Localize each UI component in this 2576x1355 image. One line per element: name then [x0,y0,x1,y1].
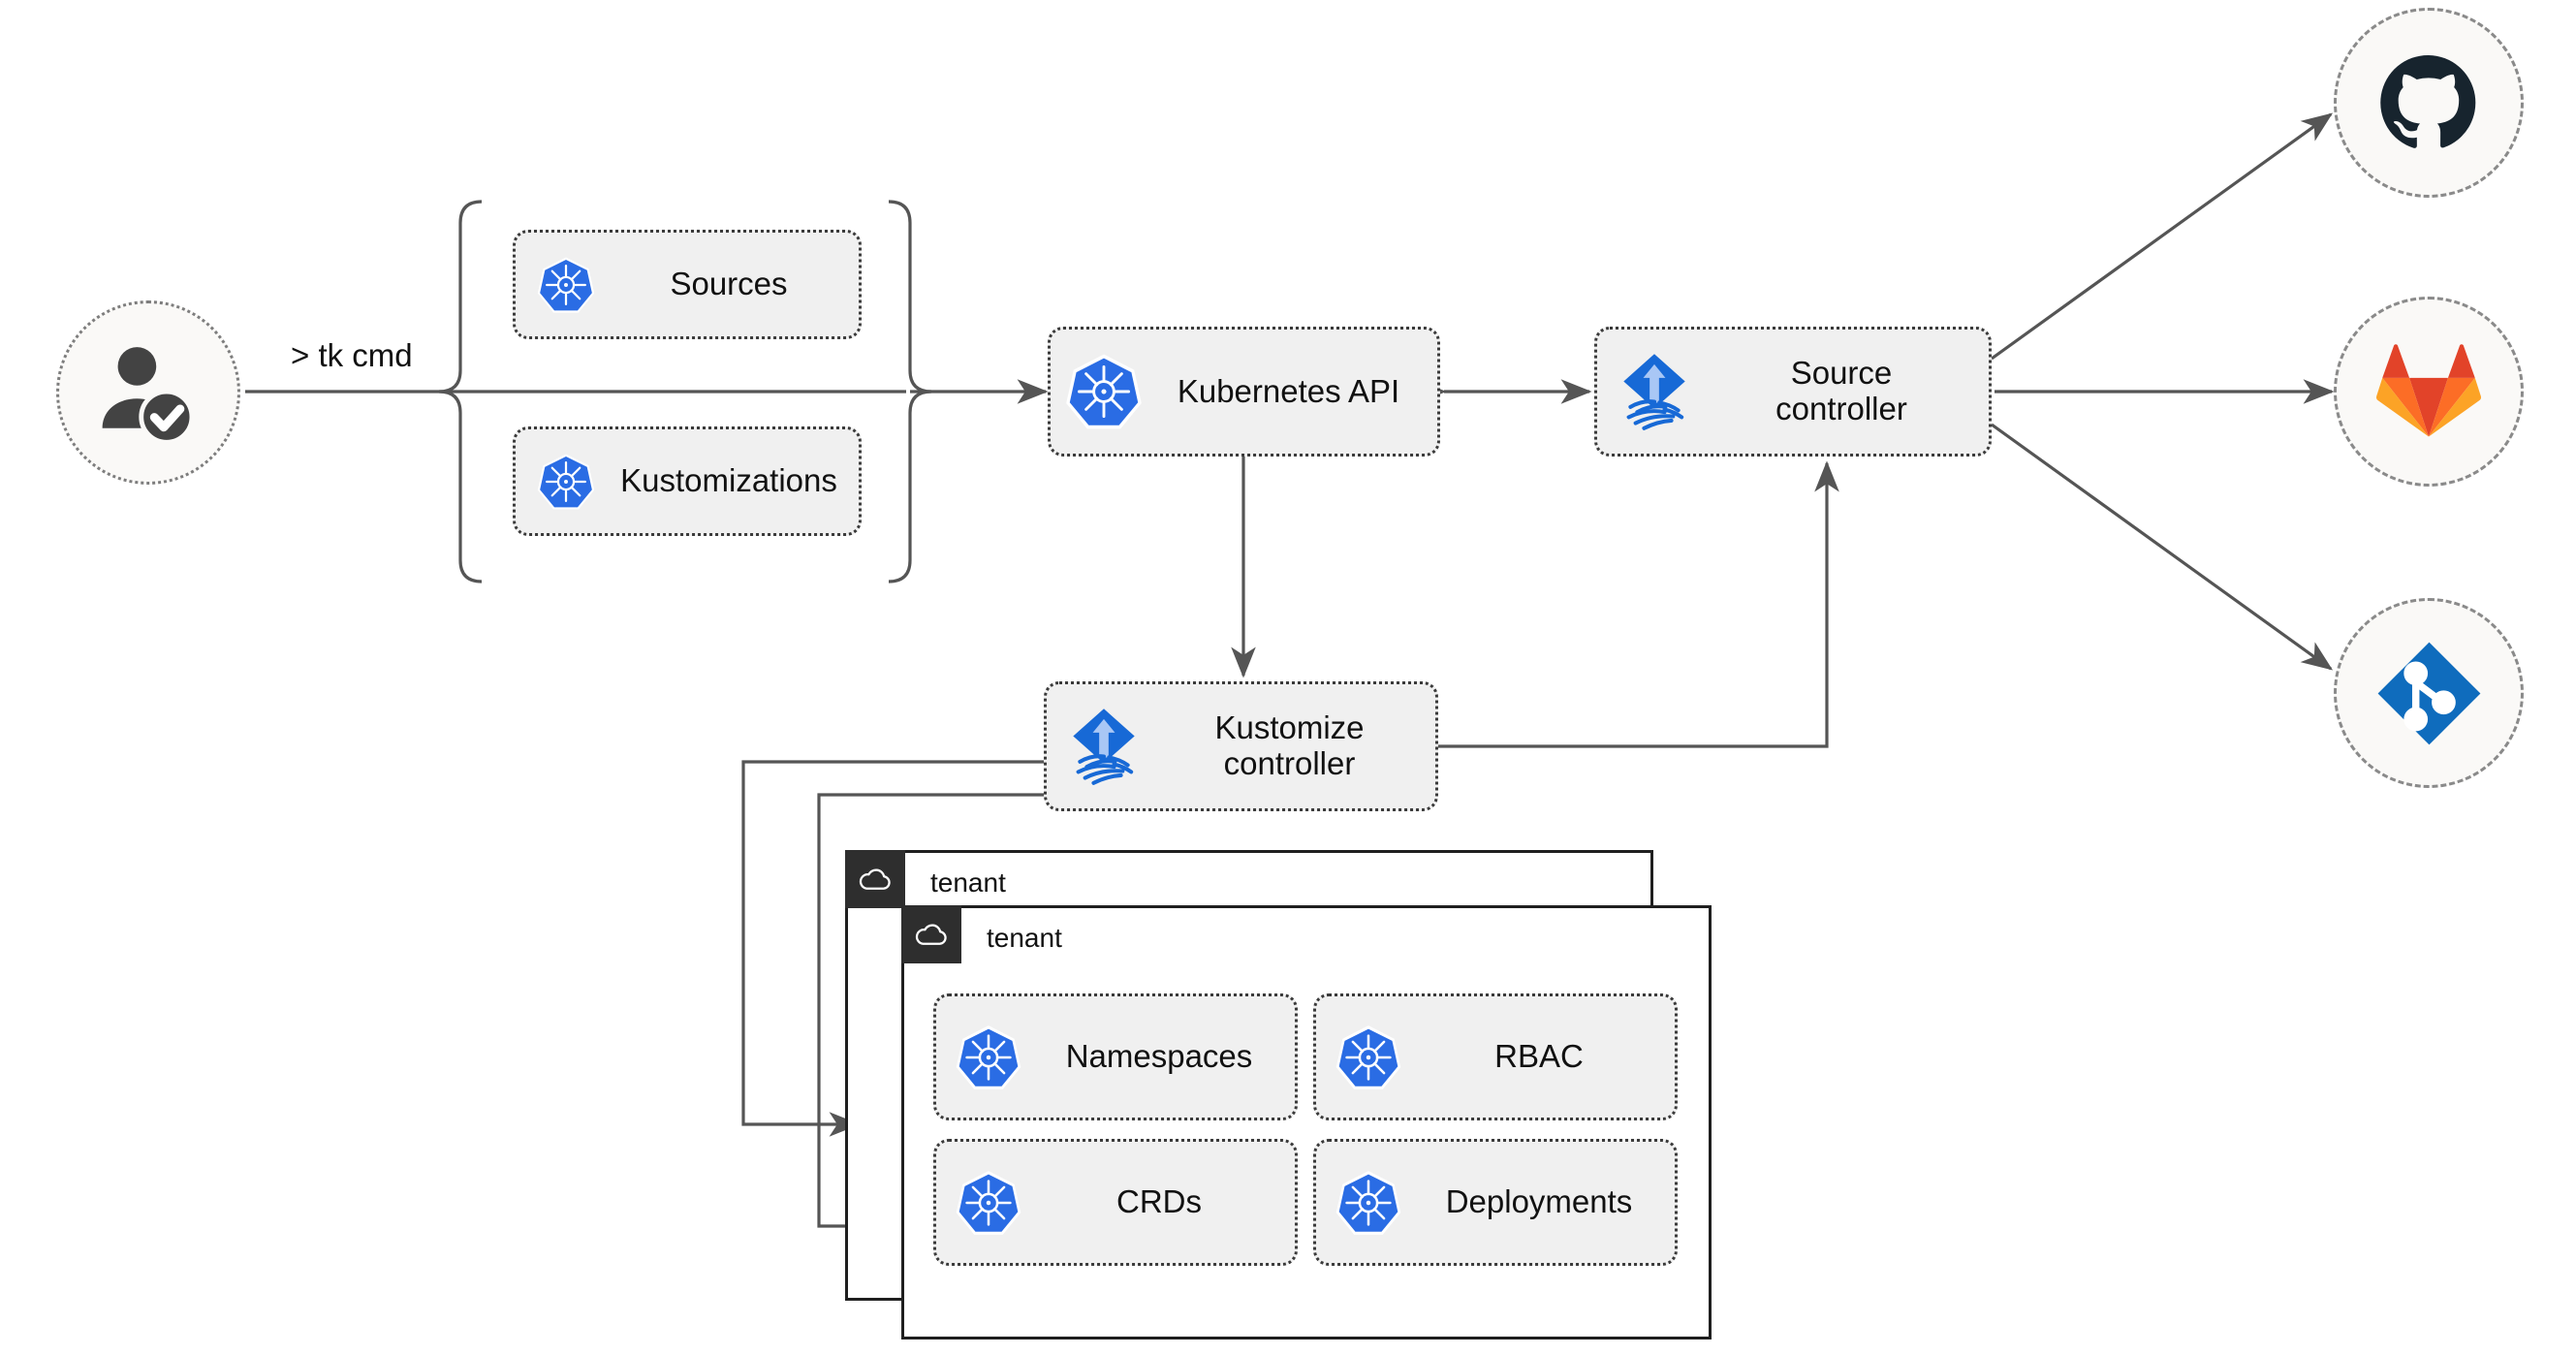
tenant-resource-rbac[interactable]: RBAC [1313,993,1678,1120]
provider-github[interactable] [2334,8,2524,198]
provider-git[interactable] [2334,598,2524,788]
node-kustomize-controller[interactable]: Kustomize controller [1044,681,1438,811]
kubernetes-icon [1316,1024,1421,1091]
kubernetes-icon [1051,353,1157,430]
tenant-resource-crds-label: CRDs [1116,1183,1202,1220]
resource-sources[interactable]: Sources [513,230,862,339]
tenant-resource-deployments-label: Deployments [1445,1183,1633,1220]
tenant-resource-namespaces-label: Namespaces [1065,1038,1253,1075]
brace-left [438,200,483,583]
resource-sources-label: Sources [670,266,788,302]
wire-source-to-github [1991,112,2334,361]
provider-gitlab[interactable] [2334,297,2524,487]
git-icon [2377,642,2480,744]
node-source-controller-label: Source controller [1775,355,1907,426]
tenant-resource-rbac-label: RBAC [1494,1038,1584,1075]
tenant-1-tab [845,850,905,908]
resource-kustomizations-label: Kustomizations [620,462,837,499]
node-source-controller[interactable]: Source controller [1594,327,1992,457]
tenant-window-2[interactable]: tenant Namespaces [901,905,1712,1339]
tenant-resource-crds[interactable]: CRDs [933,1139,1298,1266]
github-icon [2380,54,2476,148]
user-verified-icon [102,347,195,445]
tenant-resource-deployments[interactable]: Deployments [1313,1139,1678,1266]
wire-kustomize-to-source [1438,460,1839,748]
resource-kustomizations[interactable]: Kustomizations [513,426,862,536]
tenant-resource-namespaces[interactable]: Namespaces [933,993,1298,1120]
gitlab-icon [2376,344,2481,437]
wire-source-to-git [1991,423,2334,671]
kubernetes-icon [1316,1169,1421,1237]
command-label: > tk cmd [291,337,413,373]
flux-icon [1047,704,1161,789]
flux-icon [1597,349,1712,434]
tenant-1-title: tenant [930,867,1006,898]
node-kustomize-controller-label: Kustomize controller [1214,709,1365,781]
kubernetes-icon [936,1024,1041,1091]
kubernetes-icon [516,255,616,315]
tenant-2-title: tenant [987,923,1062,953]
tenant-2-tab [901,905,961,963]
cloud-icon [859,867,891,890]
kubernetes-icon [936,1169,1041,1237]
cloud-icon [915,923,947,945]
node-kubernetes-api[interactable]: Kubernetes API [1048,327,1440,457]
actor-user[interactable] [56,300,240,485]
node-kubernetes-api-label: Kubernetes API [1177,372,1400,409]
brace-right [888,200,932,583]
kubernetes-icon [516,452,616,512]
